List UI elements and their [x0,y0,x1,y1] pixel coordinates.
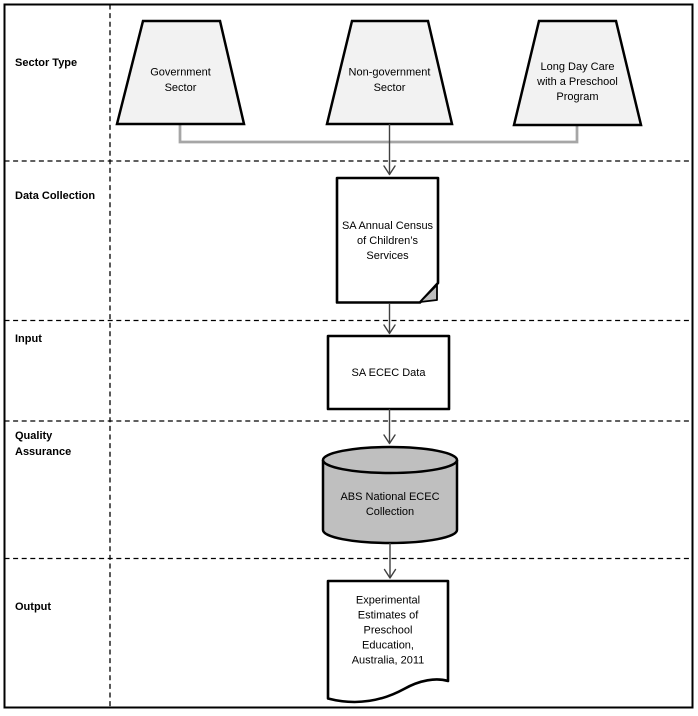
node-text-line: Experimental [356,595,420,607]
arrow-sectors-to-census [383,124,396,176]
lane-label-input: Input [15,333,42,345]
arrow-abs-to-output [383,543,397,579]
rectangle-shape [326,334,451,411]
arrowhead-down-icon [383,165,396,176]
node-text-line: SA Annual Census [342,220,434,232]
node-sa-annual-census: SA Annual Census of Children’s Services [335,176,440,304]
node-long-day-care: Long Day Care with a Preschool Program [512,19,643,127]
node-text-line: with a Preschool [536,76,618,88]
node-text-line: Preschool [364,625,413,637]
lane-label-quality-line1: Quality [15,430,53,442]
lane-label-sector-type: Sector Type [15,57,77,69]
node-text-line: Services [366,250,409,262]
lane-label-quality-line2: Assurance [15,446,71,458]
node-experimental-estimates: Experimental Estimates of Preschool Educ… [326,579,450,704]
node-text-line: ABS National ECEC [340,491,439,503]
trapezoid-long-day-care [512,19,643,127]
trapezoid-government-sector [115,19,246,126]
node-text-line: Sector [374,82,406,94]
node-non-government-sector: Non-government Sector [325,19,454,126]
node-text-line: Government [150,67,211,79]
cylinder-body [321,460,459,545]
sector-merge-connector [178,124,579,144]
node-text-line: Long Day Care [541,61,615,73]
arrowhead-down-icon [383,568,397,579]
document-fold-corner [419,284,438,303]
node-abs-national-ecec: ABS National ECEC Collection [321,445,459,545]
lane-label-output: Output [15,601,51,613]
node-text-line: Estimates of [358,610,419,622]
wavy-document-shape [326,579,450,704]
node-text-line: Non-government [349,67,431,79]
arrowhead-down-icon [383,324,396,335]
arrowhead-down-icon [383,434,396,445]
arrow-census-to-ecec [383,303,396,335]
node-text-line: Education, [362,640,414,652]
node-sa-ecec-data: SA ECEC Data [326,334,451,411]
node-text-line: of Children’s [357,235,418,247]
node-text-line: Collection [366,506,414,518]
node-text-line: SA ECEC Data [352,367,427,379]
node-text-line: Program [556,91,598,103]
node-government-sector: Government Sector [115,19,246,126]
node-text-line: Australia, 2011 [352,655,425,667]
cylinder-top [321,445,459,475]
trapezoid-non-government-sector [325,19,454,126]
arrow-ecec-to-abs [383,409,396,445]
lane-label-data-collection: Data Collection [15,190,95,202]
node-text-line: Sector [165,82,197,94]
